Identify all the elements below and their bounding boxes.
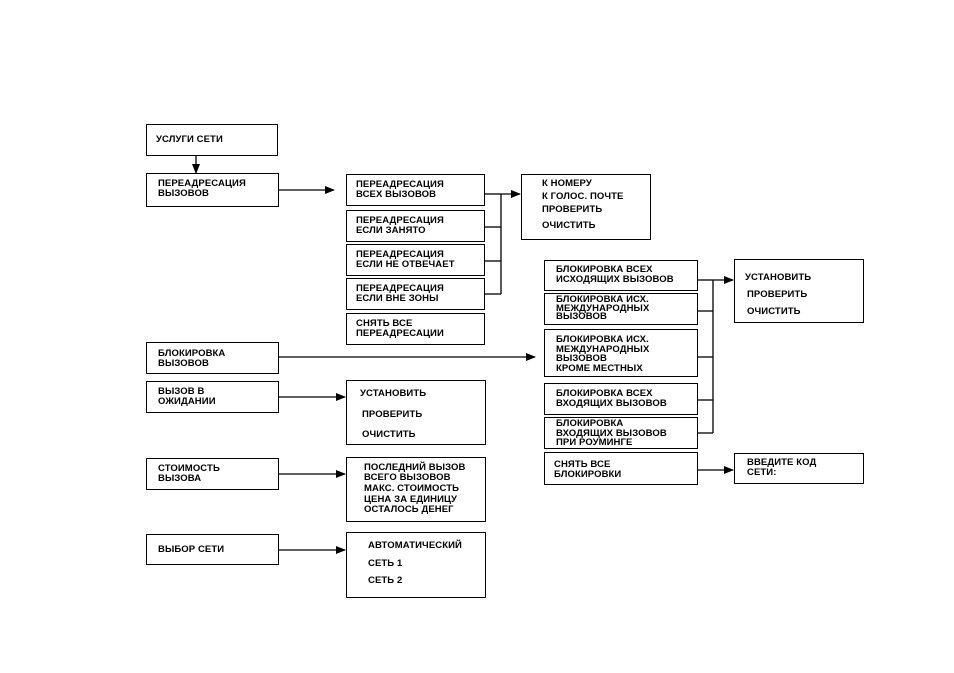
action-clear[interactable]: ОЧИСТИТЬ xyxy=(542,220,596,231)
root-label: УСЛУГИ СЕТИ xyxy=(156,134,223,145)
cost-remaining-credit[interactable]: ОСТАЛОСЬ ДЕНЕГ xyxy=(364,504,454,515)
forward-if-busy[interactable]: ПЕРЕАДРЕСАЦИЯ ЕСЛИ ЗАНЯТО xyxy=(346,210,485,242)
cost-max-cost[interactable]: МАКС. СТОИМОСТЬ xyxy=(364,483,460,494)
network-code-prompt[interactable]: ВВЕДИТЕ КОД СЕТИ: xyxy=(734,453,864,484)
forward-if-out-of-reach[interactable]: ПЕРЕАДРЕСАЦИЯ ЕСЛИ ВНЕ ЗОНЫ xyxy=(346,278,485,310)
barring-action-check[interactable]: ПРОВЕРИТЬ xyxy=(747,289,808,300)
barring-incoming-roaming-label: БЛОКИРОВКА ВХОДЯЩИХ ВЫЗОВОВ ПРИ РОУМИНГЕ xyxy=(556,418,667,448)
menu-barring-label: БЛОКИРОВКА ВЫЗОВОВ xyxy=(158,348,226,369)
forward-outofreach-label: ПЕРЕАДРЕСАЦИЯ ЕСЛИ ВНЕ ЗОНЫ xyxy=(356,283,444,304)
waiting-actions-panel: УСТАНОВИТЬ ПРОВЕРИТЬ ОЧИСТИТЬ xyxy=(346,380,486,445)
menu-network-label: ВЫБОР СЕТИ xyxy=(158,544,225,555)
barring-out-intl-label: БЛОКИРОВКА ИСХ. МЕЖДУНАРОДНЫХ ВЫЗОВОВ xyxy=(556,294,650,322)
barring-actions-panel: УСТАНОВИТЬ ПРОВЕРИТЬ ОЧИСТИТЬ xyxy=(734,259,864,323)
forward-if-no-answer[interactable]: ПЕРЕАДРЕСАЦИЯ ЕСЛИ НЕ ОТВЕЧАЕТ xyxy=(346,244,485,276)
forward-noanswer-label: ПЕРЕАДРЕСАЦИЯ ЕСЛИ НЕ ОТВЕЧАЕТ xyxy=(356,249,455,270)
menu-forward-label: ПЕРЕАДРЕСАЦИЯ ВЫЗОВОВ xyxy=(158,178,246,199)
menu-network-selection[interactable]: ВЫБОР СЕТИ xyxy=(146,534,279,565)
barring-all-incoming-label: БЛОКИРОВКА ВСЕХ ВХОДЯЩИХ ВЫЗОВОВ xyxy=(556,388,667,409)
forward-cancelall-label: СНЯТЬ ВСЕ ПЕРЕАДРЕСАЦИИ xyxy=(356,318,444,339)
waiting-action-clear[interactable]: ОЧИСТИТЬ xyxy=(362,429,416,440)
forward-all-calls[interactable]: ПЕРЕАДРЕСАЦИЯ ВСЕХ ВЫЗОВОВ xyxy=(346,174,485,206)
barring-cancel-all-label: СНЯТЬ ВСЕ БЛОКИРОВКИ xyxy=(554,459,622,480)
menu-cost-label: СТОИМОСТЬ ВЫЗОВА xyxy=(158,463,220,484)
network-automatic[interactable]: АВТОМАТИЧЕСКИЙ xyxy=(368,540,462,551)
network-2[interactable]: СЕТЬ 2 xyxy=(368,575,403,586)
barring-action-clear[interactable]: ОЧИСТИТЬ xyxy=(747,306,801,317)
cost-total-calls[interactable]: ВСЕГО ВЫЗОВОВ xyxy=(364,472,451,483)
cost-info-panel: ПОСЛЕДНИЙ ВЫЗОВ ВСЕГО ВЫЗОВОВ МАКС. СТОИ… xyxy=(346,457,486,522)
barring-all-incoming[interactable]: БЛОКИРОВКА ВСЕХ ВХОДЯЩИХ ВЫЗОВОВ xyxy=(544,383,698,415)
action-to-number[interactable]: К НОМЕРУ xyxy=(542,178,592,189)
menu-call-forwarding[interactable]: ПЕРЕАДРЕСАЦИЯ ВЫЗОВОВ xyxy=(146,173,279,207)
forward-actions-panel: К НОМЕРУ К ГОЛОС. ПОЧТЕ ПРОВЕРИТЬ ОЧИСТИ… xyxy=(521,174,651,240)
barring-cancel-all[interactable]: СНЯТЬ ВСЕ БЛОКИРОВКИ xyxy=(544,452,698,485)
forward-busy-label: ПЕРЕАДРЕСАЦИЯ ЕСЛИ ЗАНЯТО xyxy=(356,215,444,236)
waiting-action-check[interactable]: ПРОВЕРИТЬ xyxy=(362,409,423,420)
cost-unit-price[interactable]: ЦЕНА ЗА ЕДИНИЦУ xyxy=(364,494,458,505)
root-network-services: УСЛУГИ СЕТИ xyxy=(146,124,278,156)
menu-waiting-label: ВЫЗОВ В ОЖИДАНИИ xyxy=(158,386,216,407)
barring-action-set[interactable]: УСТАНОВИТЬ xyxy=(745,272,812,283)
menu-call-waiting[interactable]: ВЫЗОВ В ОЖИДАНИИ xyxy=(146,381,279,413)
network-choice-panel: АВТОМАТИЧЕСКИЙ СЕТЬ 1 СЕТЬ 2 xyxy=(346,532,486,598)
menu-call-cost[interactable]: СТОИМОСТЬ ВЫЗОВА xyxy=(146,458,279,490)
cost-last-call[interactable]: ПОСЛЕДНИЙ ВЫЗОВ xyxy=(364,462,466,473)
forward-cancel-all[interactable]: СНЯТЬ ВСЕ ПЕРЕАДРЕСАЦИИ xyxy=(346,313,485,345)
barring-outgoing-intl-except-home[interactable]: БЛОКИРОВКА ИСХ. МЕЖДУНАРОДНЫХ ВЫЗОВОВ КР… xyxy=(544,329,698,377)
action-to-voicemail[interactable]: К ГОЛОС. ПОЧТЕ xyxy=(542,191,624,202)
network-1[interactable]: СЕТЬ 1 xyxy=(368,558,403,569)
barring-outgoing-intl[interactable]: БЛОКИРОВКА ИСХ. МЕЖДУНАРОДНЫХ ВЫЗОВОВ xyxy=(544,293,698,325)
barring-out-intl-except-label: БЛОКИРОВКА ИСХ. МЕЖДУНАРОДНЫХ ВЫЗОВОВ КР… xyxy=(556,334,650,374)
barring-all-outgoing-label: БЛОКИРОВКА ВСЕХ ИСХОДЯЩИХ ВЫЗОВОВ xyxy=(556,264,674,285)
network-code-label: ВВЕДИТЕ КОД СЕТИ: xyxy=(747,457,817,478)
barring-incoming-roaming[interactable]: БЛОКИРОВКА ВХОДЯЩИХ ВЫЗОВОВ ПРИ РОУМИНГЕ xyxy=(544,417,698,449)
action-check[interactable]: ПРОВЕРИТЬ xyxy=(542,204,603,215)
menu-call-barring[interactable]: БЛОКИРОВКА ВЫЗОВОВ xyxy=(146,342,279,374)
waiting-action-set[interactable]: УСТАНОВИТЬ xyxy=(360,388,427,399)
barring-all-outgoing[interactable]: БЛОКИРОВКА ВСЕХ ИСХОДЯЩИХ ВЫЗОВОВ xyxy=(544,260,698,291)
forward-all-label: ПЕРЕАДРЕСАЦИЯ ВСЕХ ВЫЗОВОВ xyxy=(356,179,444,200)
